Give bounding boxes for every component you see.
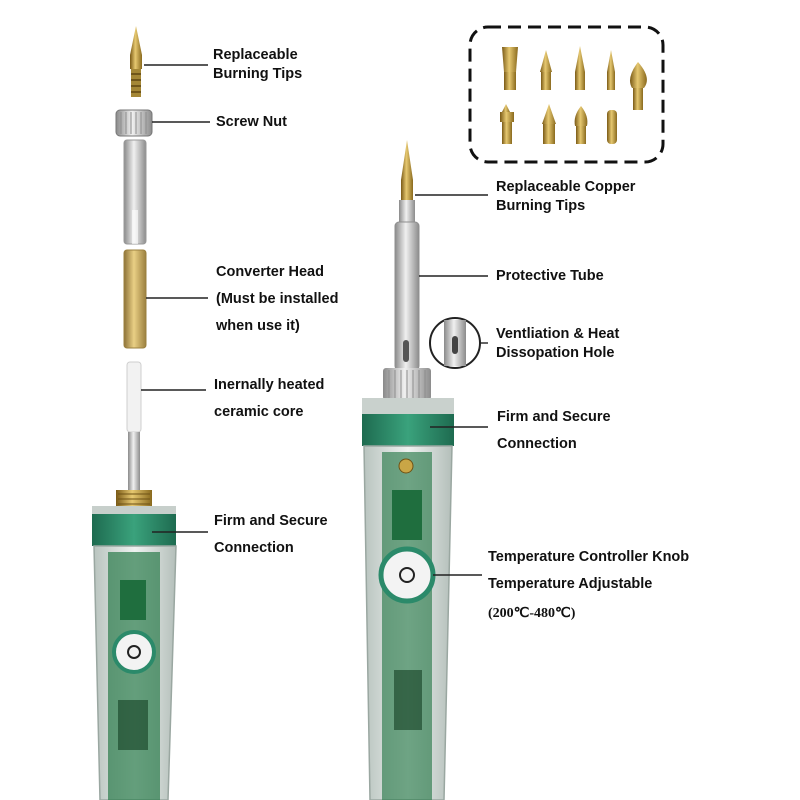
label-replaceable-burning-tips: Replaceable Burning Tips [213, 47, 303, 82]
assembled-handle [362, 368, 454, 800]
label-vent-hole: Ventliation & Heat Dissopation Hole [496, 326, 620, 361]
label-temperature-knob: Temperature Controller Knob Temperature … [488, 549, 690, 592]
label-firm-connection-left: Firm and Secure Connection [214, 513, 328, 556]
label-converter-head: Converter Head (Must be installed when u… [216, 264, 339, 334]
vent-hole-magnifier [429, 317, 481, 369]
label-screw-nut: Screw Nut [216, 114, 287, 130]
assembled-protective-tube [394, 200, 420, 371]
label-temperature-range: (200℃-480℃) [488, 606, 576, 621]
exploded-sleeve [123, 139, 147, 245]
assembled-copper-tip [401, 140, 413, 200]
leader-lines [141, 64, 488, 576]
exploded-screw-nut [115, 109, 153, 137]
label-firm-connection-right: Firm and Secure Connection [497, 409, 611, 452]
exploded-ceramic-core [126, 361, 142, 492]
exploded-converter-head [123, 249, 147, 349]
exploded-burning-tip [130, 26, 142, 97]
label-copper-burning-tips: Replaceable Copper Burning Tips [496, 179, 636, 214]
exploded-handle [92, 490, 177, 800]
label-protective-tube: Protective Tube [496, 268, 604, 284]
burning-tips-icon [468, 25, 665, 164]
label-ceramic-core: Inernally heated ceramic core [214, 377, 325, 420]
